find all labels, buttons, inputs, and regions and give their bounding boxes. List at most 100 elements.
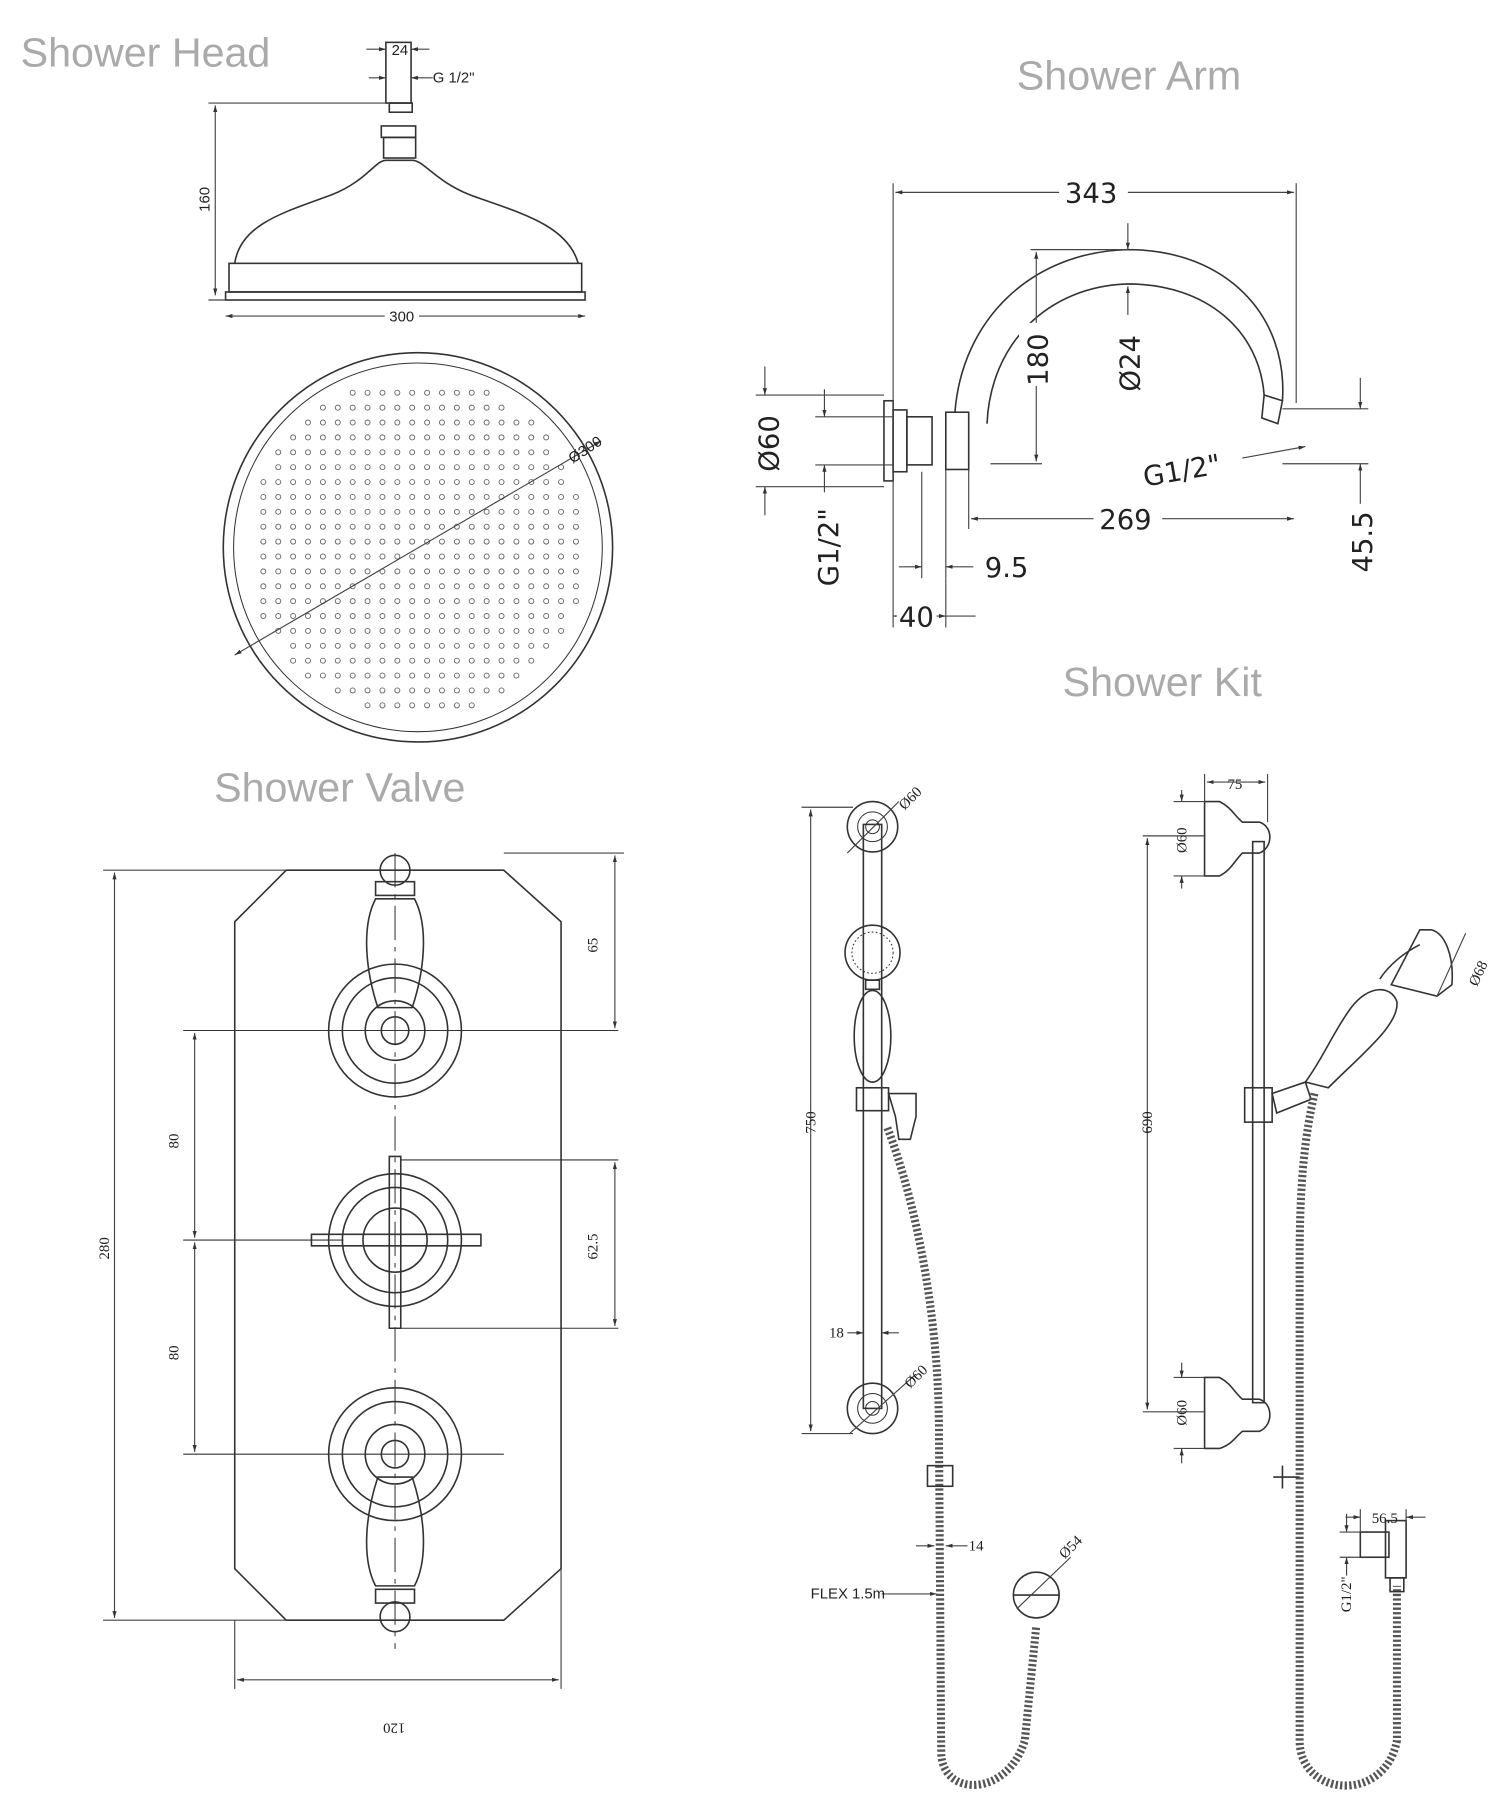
nozzle-dot [453, 479, 460, 486]
nozzle-dot [439, 449, 445, 456]
shower-arm-drawing [883, 248, 1284, 482]
nozzle-dot [394, 538, 401, 545]
nozzle-dot [453, 568, 460, 575]
nozzle-dot [483, 434, 490, 441]
nozzle-dot [528, 553, 535, 560]
nozzle-dot [483, 419, 490, 426]
dim-label: G1/2" [1339, 1576, 1355, 1612]
nozzle-dot [364, 523, 371, 530]
nozzle-dot [290, 538, 297, 545]
nozzle-dot [558, 598, 565, 605]
nozzle-dot [364, 642, 371, 649]
nozzle-dot [498, 642, 505, 649]
nozzle-dot [439, 493, 445, 500]
nozzle-dot [439, 508, 445, 515]
nozzle-dot [290, 523, 297, 530]
nozzle-dot [498, 538, 505, 545]
nozzle-dot [528, 627, 535, 634]
nozzle-dot [334, 672, 341, 679]
nozzle-dot [483, 598, 490, 605]
nozzle-dot [424, 479, 431, 486]
nozzle-dot [498, 508, 505, 515]
nozzle-dot [305, 493, 311, 500]
nozzle-dot [394, 479, 401, 486]
nozzle-dot [528, 523, 535, 530]
nozzle-dot [394, 583, 401, 590]
dim-label: 280 [97, 1237, 113, 1259]
nozzle-dot [468, 508, 475, 515]
nozzle-dot [453, 449, 460, 456]
nozzle-dot [439, 583, 445, 590]
nozzle-dot [572, 508, 579, 515]
nozzle-dot [543, 583, 550, 590]
nozzle-dot [424, 568, 431, 575]
nozzle-dot [409, 419, 416, 426]
nozzle-dot [528, 598, 535, 605]
nozzle-dot [528, 449, 535, 456]
nozzle-dot [409, 553, 416, 560]
nozzle-dot [409, 404, 416, 411]
nozzle-dot [409, 449, 416, 456]
nozzle-dot [572, 553, 579, 560]
dim-label: 24 [392, 43, 409, 59]
nozzle-dot [319, 493, 326, 500]
nozzle-dot [453, 657, 460, 664]
nozzle-dot [483, 538, 490, 545]
nozzle-dot [394, 672, 401, 679]
dim-label: 343 [1065, 178, 1117, 210]
nozzle-dot [334, 583, 341, 590]
nozzle-dot [572, 583, 579, 590]
nozzle-dot [334, 642, 341, 649]
nozzle-dot [319, 419, 326, 426]
nozzle-dot [379, 389, 386, 396]
nozzle-dot [260, 493, 267, 500]
nozzle-dot [364, 434, 371, 441]
nozzle-dot [409, 493, 416, 500]
nozzle-dot [513, 464, 520, 471]
dimension-arm-tube: Ø24 [1114, 223, 1146, 392]
nozzle-dot [349, 687, 356, 694]
nozzle-dot [468, 404, 475, 411]
nozzle-dot [319, 404, 326, 411]
nozzle-dot [290, 642, 297, 649]
nozzle-dot [364, 702, 371, 709]
nozzle-dot [483, 464, 490, 471]
valve-bottom-handle [183, 1386, 504, 1633]
dim-label: 80 [167, 1134, 183, 1149]
nozzle-dot [409, 642, 416, 649]
nozzle-dot [379, 598, 386, 605]
nozzle-dot [543, 627, 550, 634]
nozzle-dot [319, 538, 326, 545]
nozzle-dot [305, 419, 311, 426]
nozzle-dot [453, 538, 460, 545]
nozzle-dot [468, 434, 475, 441]
nozzle-dot [379, 672, 386, 679]
nozzle-dot [305, 479, 311, 486]
nozzle-dot [394, 464, 401, 471]
nozzle-dot [483, 687, 490, 694]
nozzle-dot [439, 479, 445, 486]
hose-label: FLEX 1.5m [811, 1586, 885, 1602]
dim-label: 18 [829, 1325, 844, 1341]
nozzle-dot [260, 538, 267, 545]
nozzle-dot [319, 508, 326, 515]
nozzle-dot [319, 449, 326, 456]
nozzle-dot [483, 672, 490, 679]
nozzle-dot [349, 657, 356, 664]
dimension-nut-depth: 9.5 40 [893, 469, 1028, 633]
nozzle-dot [543, 464, 550, 471]
nozzle-dot [572, 568, 579, 575]
nozzle-dot [394, 508, 401, 515]
nozzle-dot [290, 598, 297, 605]
nozzle-dot [528, 657, 535, 664]
nozzle-dot [468, 493, 475, 500]
nozzle-dot [409, 702, 416, 709]
nozzle-dot [349, 627, 356, 634]
nozzle-dot [468, 568, 475, 575]
shower-valve-section: Shower Valve [97, 765, 625, 1735]
nozzle-dot [260, 583, 267, 590]
nozzle-dot [379, 642, 386, 649]
nozzle-dot [334, 419, 341, 426]
nozzle-dot [543, 613, 550, 620]
nozzle-dot [305, 568, 311, 575]
